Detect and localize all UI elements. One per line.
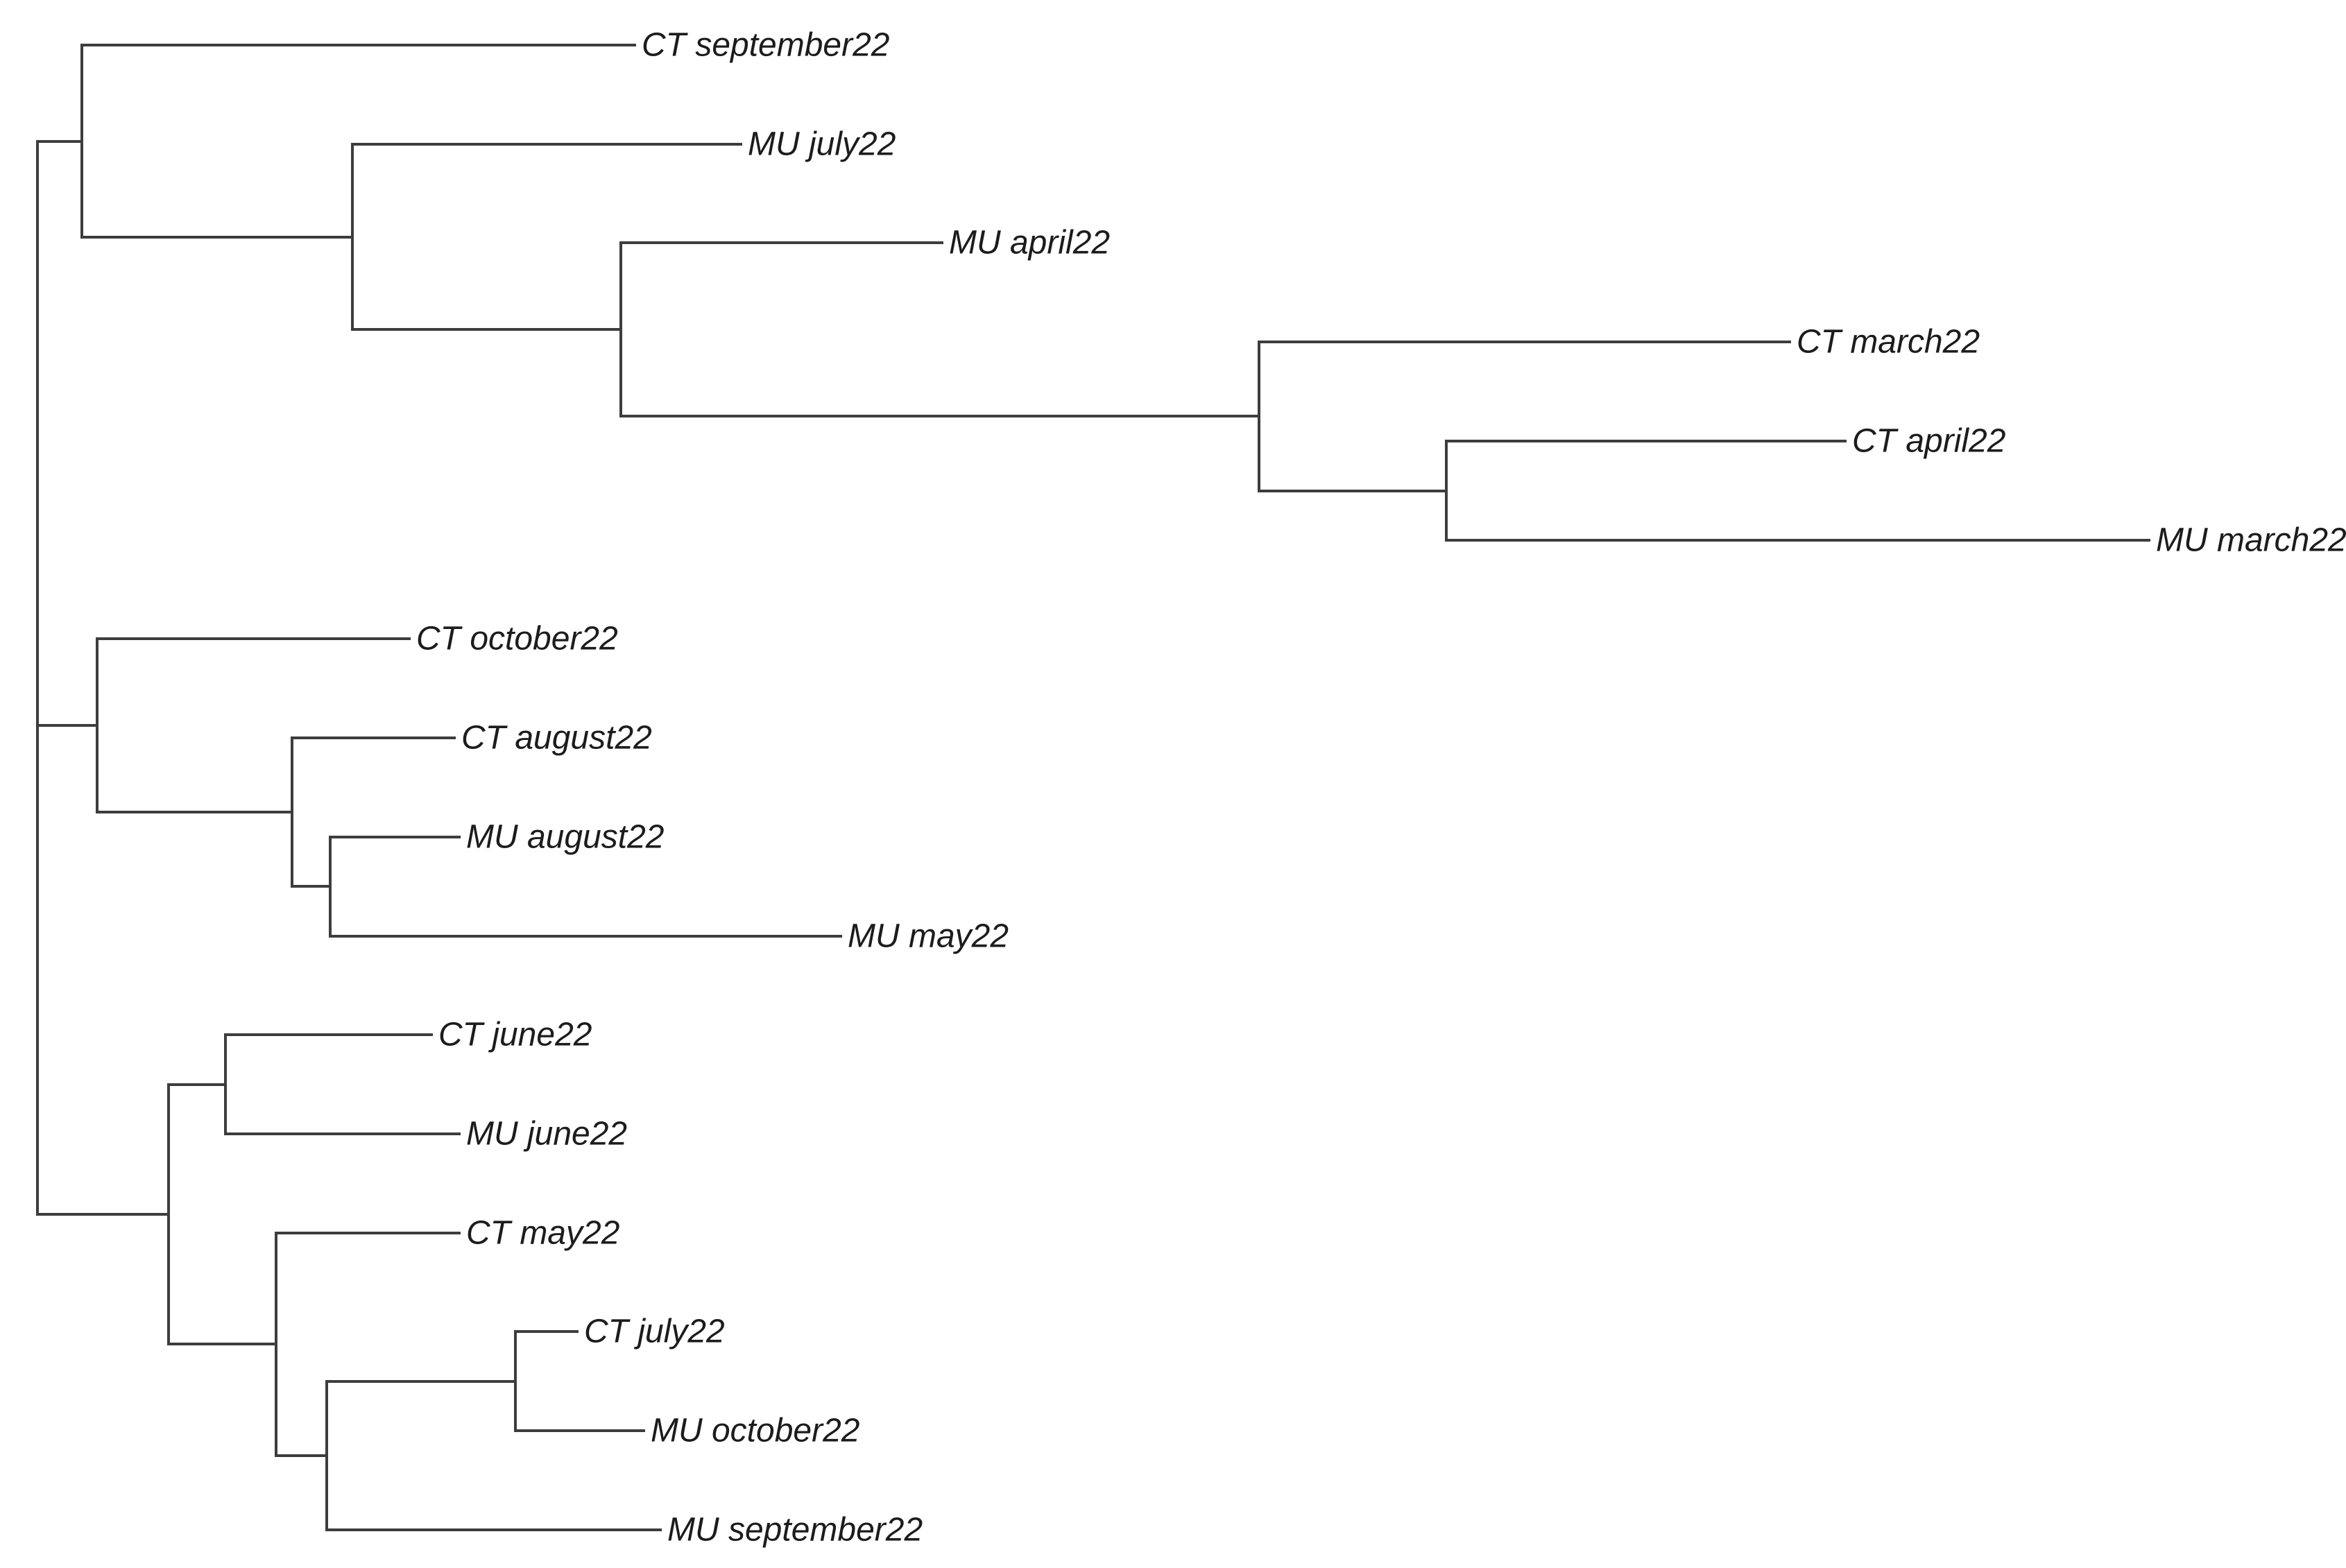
leaf-label: CT august22 — [461, 720, 652, 757]
leaf-label: CT march22 — [1797, 324, 1980, 361]
leaf-label: CT april22 — [1852, 423, 2005, 460]
leaf-label: MU september22 — [667, 1512, 923, 1549]
leaf-label: MU june22 — [466, 1116, 627, 1153]
leaf-label: MU march22 — [2156, 522, 2346, 559]
tree-edges-group — [36, 44, 2150, 1531]
leaf-label: MU may22 — [848, 918, 1009, 955]
leaf-label: CT june22 — [438, 1017, 592, 1053]
leaf-label: MU april22 — [949, 225, 1110, 261]
leaf-label: MU july22 — [748, 126, 896, 163]
leaf-label: CT october22 — [416, 621, 618, 657]
leaf-label: CT july22 — [584, 1313, 725, 1350]
leaf-label: MU august22 — [466, 819, 665, 856]
tree-labels-group: CT september22 MU july22 MU april22 CT marc… — [416, 27, 2346, 1549]
leaf-label: MU october22 — [651, 1413, 859, 1449]
leaf-label: CT september22 — [642, 27, 890, 64]
leaf-label: CT may22 — [466, 1215, 619, 1252]
